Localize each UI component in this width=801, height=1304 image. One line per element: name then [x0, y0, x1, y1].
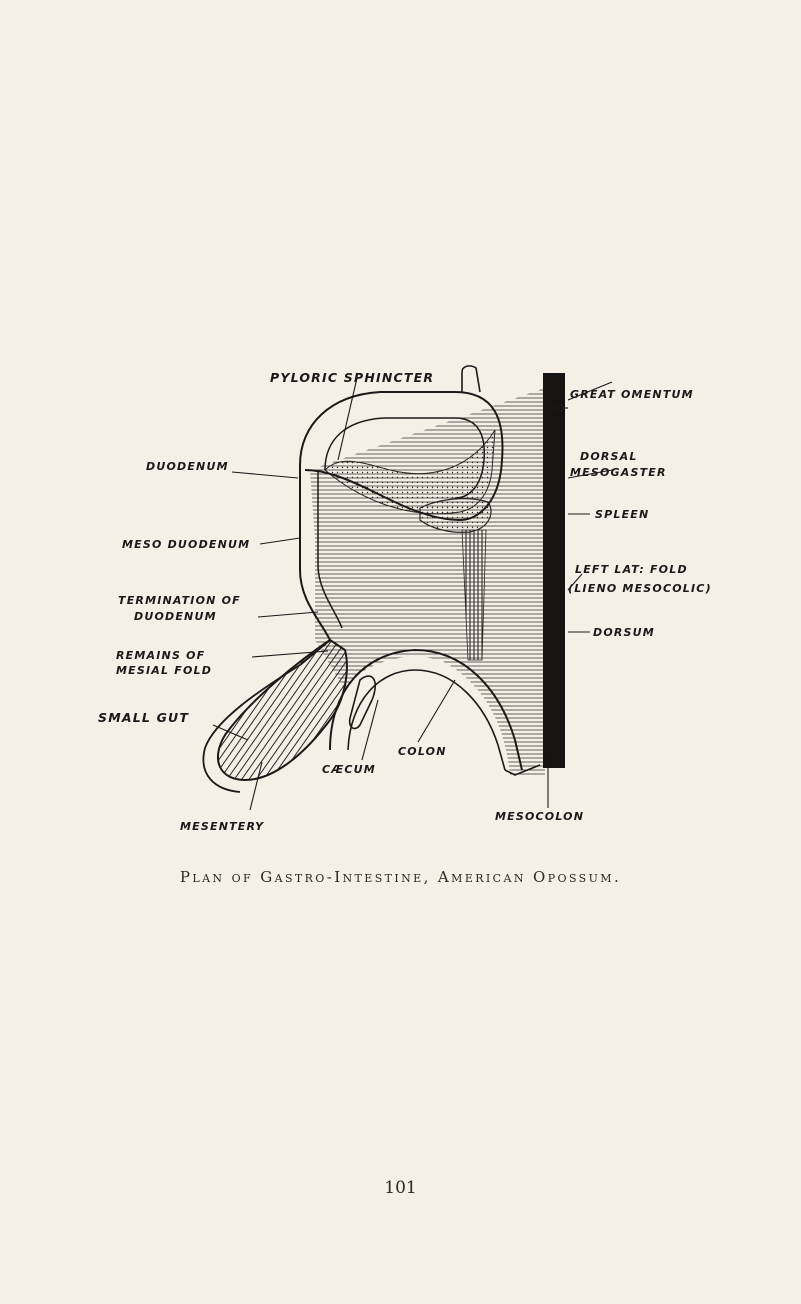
- colon-arch: [329, 648, 523, 771]
- dorsal-mesogaster-region: [324, 429, 496, 515]
- label-caecum: CÆCUM: [322, 763, 376, 776]
- colon-end: [504, 764, 541, 776]
- small-gut-outer: [202, 664, 301, 793]
- label-duodenum: DUODENUM: [146, 460, 229, 473]
- label-left-lat-fold-2: (LIENO MESOCOLIC): [568, 582, 712, 595]
- label-pyloric-sphincter: PYLORIC SPHINCTER: [270, 370, 434, 385]
- label-mesocolon: MESOCOLON: [495, 810, 584, 823]
- duodenum-inner: [317, 470, 343, 629]
- label-spleen: SPLEEN: [595, 508, 649, 521]
- label-mesentery: MESENTERY: [180, 820, 264, 833]
- label-termination-2: DUODENUM: [134, 610, 217, 623]
- spleen-shape: [419, 498, 492, 533]
- label-remains-1: REMAINS OF: [116, 649, 205, 662]
- caecum-shape: [348, 675, 376, 730]
- leader-lines: [212, 377, 613, 811]
- pyloric-sphincter-shape: [461, 365, 481, 393]
- figure-caption: Plan of Gastro-Intestine, American Oposs…: [179, 868, 622, 886]
- label-great-omentum: GREAT OMENTUM: [570, 388, 694, 401]
- left-lateral-fold: [461, 529, 487, 661]
- label-small-gut: SMALL GUT: [98, 710, 189, 725]
- label-left-lat-fold-1: LEFT LAT: FOLD: [575, 563, 688, 576]
- label-remains-2: MESIAL FOLD: [116, 664, 212, 677]
- label-dorsal-mesogaster-1: DORSAL: [580, 450, 638, 463]
- label-dorsum: DORSUM: [593, 626, 655, 639]
- stomach-tube: [299, 391, 504, 522]
- label-colon: COLON: [398, 745, 447, 758]
- duodenum-tube: [299, 465, 332, 666]
- page-number: 101: [384, 1178, 417, 1198]
- label-dorsal-mesogaster-2: MESOGASTER: [570, 466, 667, 479]
- dorsum-bar: [543, 373, 565, 768]
- label-meso-duodenum: MESO DUODENUM: [122, 538, 250, 551]
- stomach-inner: [324, 417, 486, 499]
- mesentery-field: [310, 388, 545, 775]
- label-termination-1: TERMINATION OF: [118, 594, 241, 607]
- small-gut-loop: [216, 638, 348, 782]
- colon-arch-inner: [347, 669, 506, 771]
